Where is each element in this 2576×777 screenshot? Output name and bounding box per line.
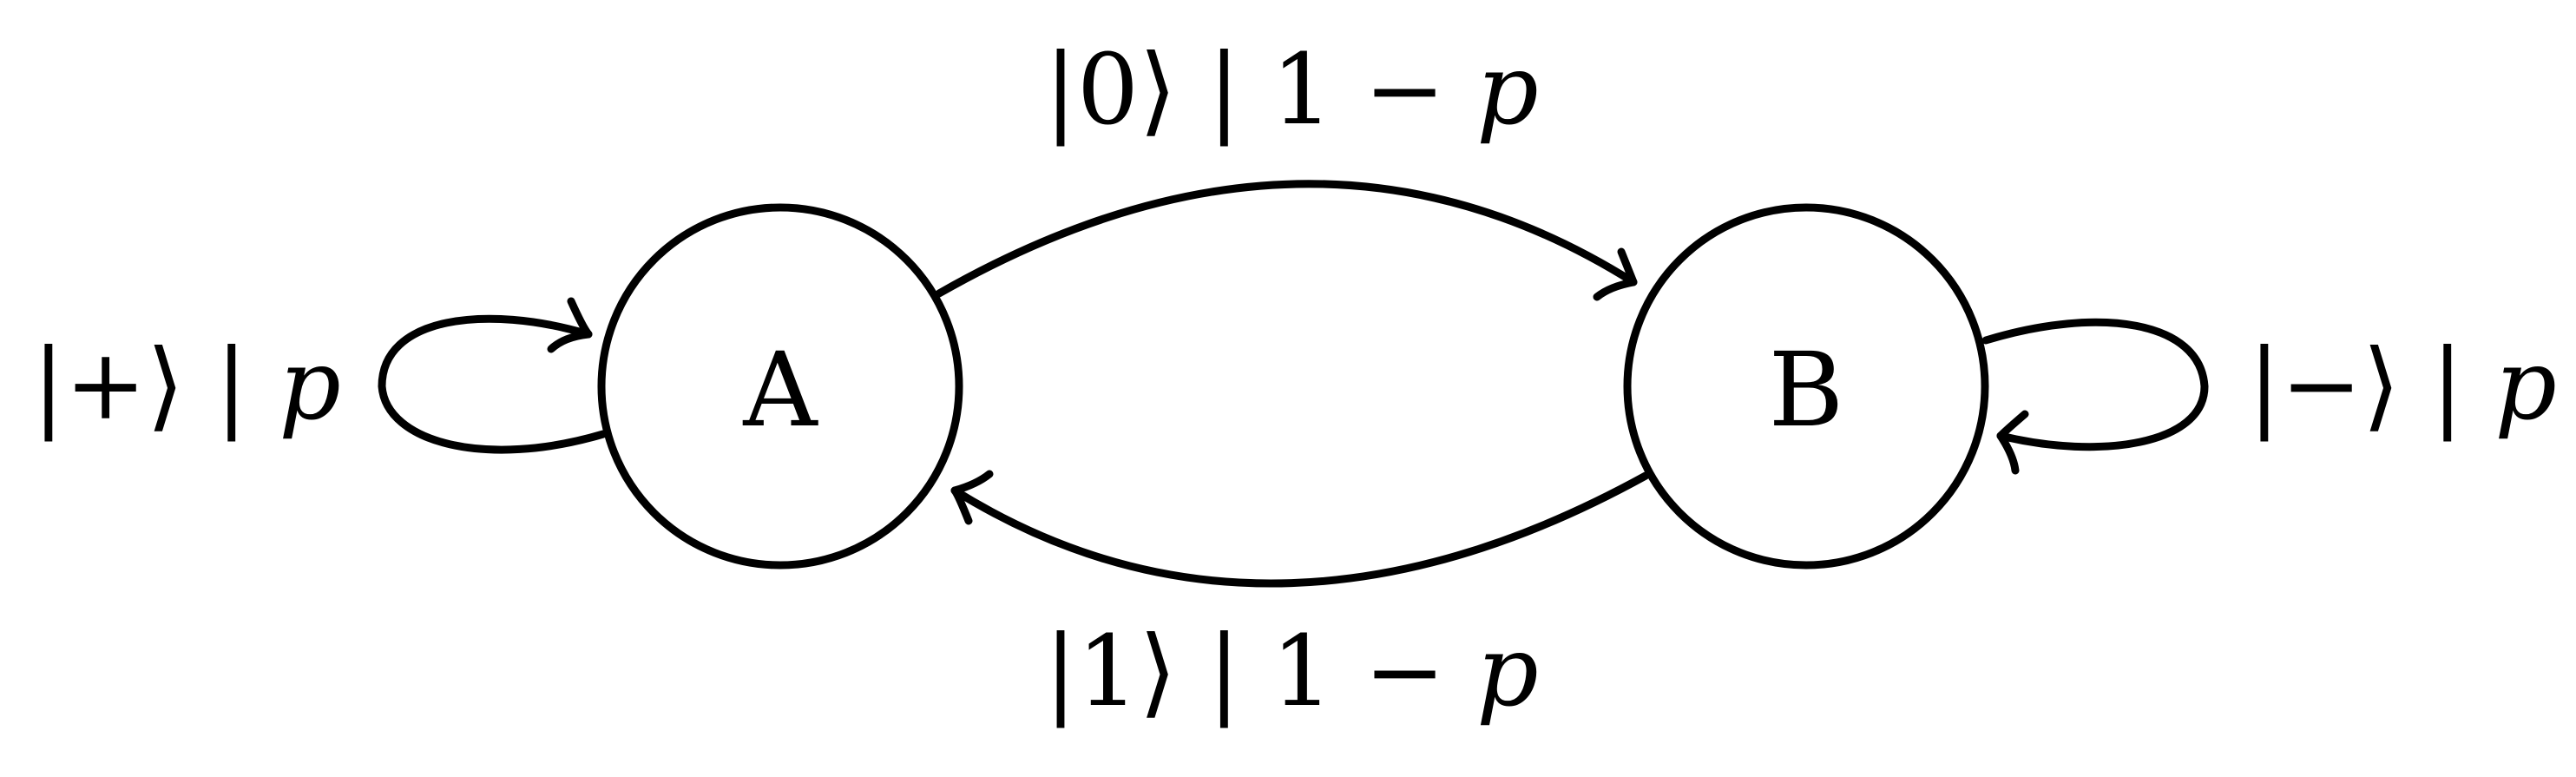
edge-a-to-b-path: [935, 180, 1638, 298]
node-a-circle: [597, 203, 963, 570]
edge-b-to-a-separator: |: [1177, 616, 1272, 728]
edge-a-self-loop-label: |+⟩ | p: [32, 329, 341, 442]
edge-b-self-loop-label: |−⟩ | p: [2248, 329, 2557, 442]
edge-a-to-b-arrowhead: [1593, 247, 1638, 301]
edge-b-to-a-label: |1⟩ | 1 − p: [1044, 616, 1539, 728]
edge-b-self-loop-separator: |: [2400, 329, 2494, 442]
edge-a-to-b-prob-var: p: [1476, 34, 1539, 147]
edge-a-self-loop-prob-var: p: [279, 329, 341, 442]
node-b: B: [1623, 203, 1989, 570]
edge-a-to-b-label: |0⟩ | 1 − p: [1044, 34, 1539, 147]
edge-b-self-loop-path: [1981, 318, 2209, 451]
edge-a-self-loop-path: [378, 314, 608, 454]
edge-a-self-loop-arrowhead: [547, 297, 593, 353]
edge-b-self-loop: [1981, 318, 2209, 475]
node-b-circle: [1623, 203, 1989, 570]
edge-a-to-b-separator: |: [1177, 34, 1272, 147]
edge-a-self-loop-separator: |: [184, 329, 279, 442]
edge-b-to-a-prob-var: p: [1476, 616, 1539, 728]
edge-b-self-loop-ket: |−⟩: [2248, 329, 2400, 442]
node-a: A: [597, 203, 963, 570]
edge-a-self-loop: [378, 297, 608, 454]
edge-b-to-a-ket: |1⟩: [1044, 616, 1177, 728]
edge-a-to-b-prob-const: 1 −: [1272, 34, 1476, 147]
edge-b-to-a-prob-const: 1 −: [1272, 616, 1476, 728]
edge-a-to-b: [935, 180, 1638, 301]
node-a-label: A: [742, 330, 818, 450]
edge-a-to-b-ket: |0⟩: [1044, 34, 1177, 147]
edge-b-to-a: [950, 470, 1650, 588]
edge-b-self-loop-arrowhead: [1996, 410, 2029, 475]
node-b-label: B: [1769, 330, 1844, 450]
edge-a-self-loop-ket: |+⟩: [32, 329, 184, 442]
edge-b-self-loop-prob-var: p: [2494, 329, 2557, 442]
edge-b-to-a-arrowhead: [950, 470, 994, 525]
edge-b-to-a-path: [950, 471, 1650, 588]
